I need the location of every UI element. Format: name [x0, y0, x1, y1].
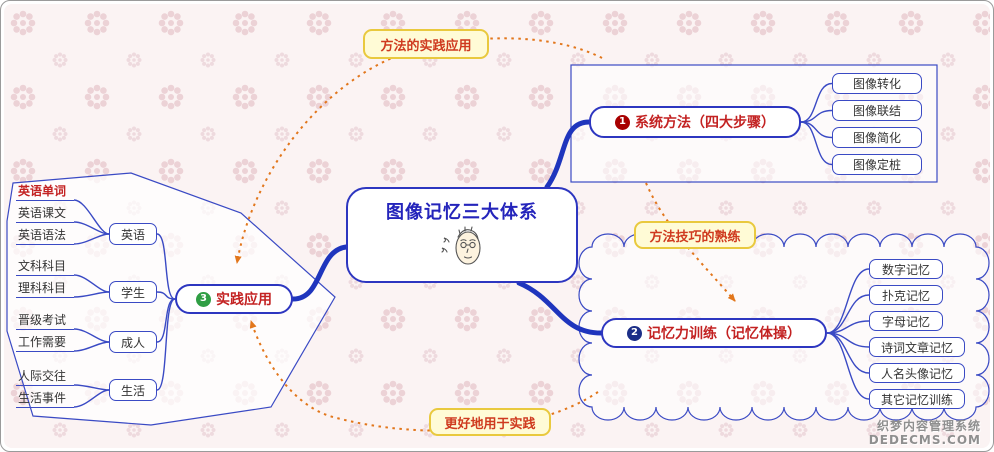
training-item-2[interactable]: 字母记忆 — [869, 311, 943, 331]
leaf-english-grammar[interactable]: 英语语法 — [16, 228, 74, 245]
method-label: 系统方法（四大步骤） — [635, 115, 775, 131]
leaf-liberal-arts[interactable]: 文科科目 — [16, 259, 74, 276]
method-item-1[interactable]: 图像联结 — [832, 100, 922, 121]
training-number-badge: 2 — [627, 325, 642, 341]
practice-label: 实践应用 — [216, 292, 272, 308]
practice-number-badge: 3 — [196, 291, 211, 307]
method-item-2[interactable]: 图像简化 — [832, 127, 922, 148]
callout-bottom[interactable]: 更好地用于实践 — [429, 408, 551, 436]
leaf-life-events[interactable]: 生活事件 — [16, 391, 74, 408]
leaf-social-contact[interactable]: 人际交往 — [16, 369, 74, 386]
face-icon — [441, 226, 481, 265]
leaf-work-needs[interactable]: 工作需要 — [16, 335, 74, 352]
callout-right[interactable]: 方法技巧的熟练 — [634, 221, 756, 249]
method-number-badge: 1 — [615, 114, 630, 130]
practice-group-student[interactable]: 学生 — [109, 281, 157, 303]
training-item-0[interactable]: 数字记忆 — [869, 259, 943, 279]
training-item-3[interactable]: 诗词文章记忆 — [869, 337, 965, 357]
callout-top[interactable]: 方法的实践应用 — [363, 29, 489, 59]
training-item-4[interactable]: 人名头像记忆 — [869, 363, 965, 383]
watermark-line1: 织梦内容管理系统 — [876, 419, 981, 433]
node-method[interactable]: 1 系统方法（四大步骤） — [589, 106, 801, 138]
node-training[interactable]: 2 记忆力训练（记忆体操） — [601, 318, 827, 348]
practice-group-life[interactable]: 生活 — [109, 379, 157, 401]
training-label: 记忆力训练（记忆体操） — [647, 326, 801, 342]
training-item-5[interactable]: 其它记忆训练 — [869, 389, 965, 409]
watermark: 织梦内容管理系统 DEDECMS.COM — [869, 419, 981, 447]
node-practice[interactable]: 3 实践应用 — [175, 284, 293, 314]
training-item-1[interactable]: 扑克记忆 — [869, 285, 943, 305]
leaf-english-texts[interactable]: 英语课文 — [16, 206, 74, 223]
leaf-english-words[interactable]: 英语单词 — [16, 184, 74, 201]
leaf-science-subjects[interactable]: 理科科目 — [16, 281, 74, 298]
central-topic-title: 图像记忆三大体系 — [386, 202, 538, 223]
central-topic[interactable]: 图像记忆三大体系 — [346, 187, 578, 283]
leaf-promotion-exams[interactable]: 晋级考试 — [16, 313, 74, 330]
practice-group-english[interactable]: 英语 — [109, 223, 157, 245]
practice-group-adult[interactable]: 成人 — [109, 331, 157, 353]
method-item-3[interactable]: 图像定桩 — [832, 154, 922, 175]
watermark-line2: DEDECMS.COM — [868, 433, 981, 447]
method-item-0[interactable]: 图像转化 — [832, 73, 922, 94]
